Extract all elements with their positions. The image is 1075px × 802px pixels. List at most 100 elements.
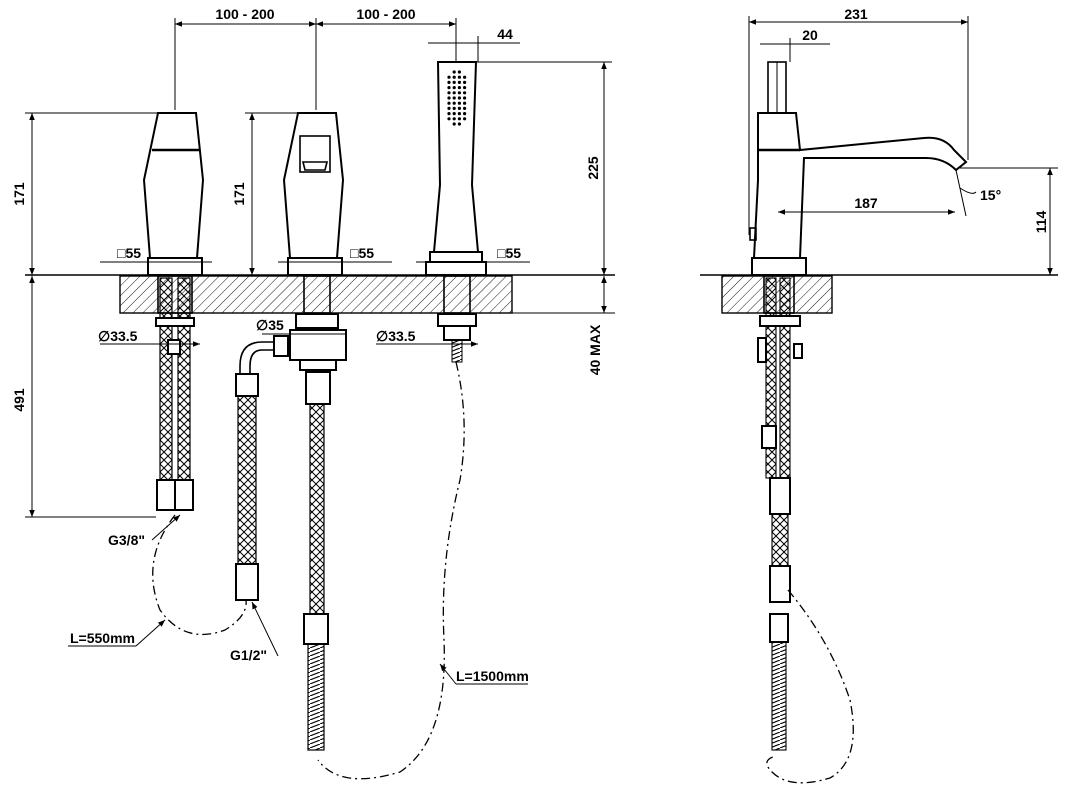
nozzle-dot [447, 96, 451, 100]
dim-shower-width: 44 [497, 26, 513, 42]
left-handle-base [147, 257, 203, 276]
left-fitting [167, 339, 181, 355]
side-dim-reach: 187 [854, 195, 878, 211]
left-shank-sleeve [157, 275, 193, 314]
left-handle-body [142, 112, 205, 259]
nozzle-dot [463, 117, 467, 121]
nozzle-dot [457, 70, 461, 74]
nozzle-dot [463, 80, 467, 84]
nozzle-dot [457, 86, 461, 90]
side-dim-top: 20 [802, 27, 818, 43]
elbow-pipe-inner [249, 349, 290, 376]
nozzle-dot [457, 106, 461, 110]
label-thread-12: G1/2" [230, 647, 267, 663]
nozzle-dot [447, 75, 451, 79]
label-hose-short: L=550mm [70, 630, 135, 646]
middle-handle-window [299, 135, 331, 173]
side-dim-total: 231 [844, 6, 868, 22]
nozzle-dot [447, 86, 451, 90]
left-connector-a [156, 479, 176, 511]
nozzle-dot [447, 106, 451, 110]
nozzle-dot [452, 101, 456, 105]
dim-height-left: 171 [11, 182, 27, 206]
leader-thread-38 [151, 514, 181, 541]
nozzle-dot [463, 75, 467, 79]
nozzle-dot [447, 117, 451, 121]
middle-braided-hose [309, 403, 325, 615]
front-view: 100 - 200 100 - 200 44 171 171 225 40 MA… [11, 6, 615, 780]
dim-pipe-length: 491 [11, 388, 27, 412]
dim-max-deck: 40 MAX [587, 324, 603, 375]
left-braided-hose-b [177, 277, 191, 481]
nozzle-dot [452, 70, 456, 74]
dim-diam-middle: ∅35 [256, 317, 284, 333]
side-shower-connector [769, 613, 789, 643]
nozzle-dot [452, 106, 456, 110]
dim-spacing-left: 100 - 200 [215, 6, 274, 22]
side-hose-bottom-fitting [235, 563, 259, 601]
elbow-nut [273, 335, 289, 357]
side-view: 231 20 187 15° 114 [700, 6, 1058, 784]
middle-handle-lever [301, 161, 329, 171]
nozzle-dot [447, 112, 451, 116]
nozzle-dot [452, 122, 456, 126]
nozzle-dot [463, 86, 467, 90]
hand-shower-body [432, 61, 480, 253]
label-thread-38: G3/8" [108, 532, 145, 548]
side-shank-sleeve [763, 275, 795, 314]
nozzle-dot [463, 96, 467, 100]
nozzle-dot [452, 75, 456, 79]
nozzle-dot [463, 106, 467, 110]
side-dim-height: 114 [1033, 210, 1049, 233]
side-hose-top-fitting [235, 373, 259, 397]
side-valve-right [793, 343, 803, 359]
side-connector-top [769, 477, 791, 515]
side-dim-angle: 15° [980, 187, 1001, 203]
label-hose-long: L=1500mm [456, 668, 529, 684]
dim-shower-height: 225 [585, 156, 601, 180]
side-spout-base [751, 257, 807, 276]
left-connector-b [174, 479, 194, 511]
side-valve-left [757, 337, 767, 363]
hand-shower-holder [429, 251, 483, 263]
hand-shower-base [425, 261, 487, 276]
nozzle-dot [457, 112, 461, 116]
shower-nozzle-dots [447, 70, 467, 126]
middle-shower-hose-coil [307, 643, 325, 751]
nozzle-dot [463, 112, 467, 116]
dim-base-shower: □55 [497, 245, 521, 261]
hose-path-long [317, 361, 465, 780]
side-connector-lower [769, 565, 791, 603]
leader-hose-short-arrow [135, 619, 166, 647]
middle-hose-connector [303, 613, 329, 645]
dim-base-left: □55 [117, 245, 141, 261]
side-small-tab [749, 227, 757, 241]
nozzle-dot [447, 91, 451, 95]
nozzle-dot [457, 80, 461, 84]
side-braided-hose-lower [771, 513, 789, 567]
left-lock-nut [155, 317, 195, 327]
side-shower-hose-coil [771, 641, 787, 751]
middle-handle-base [287, 257, 343, 276]
side-angle-line [955, 169, 967, 217]
nozzle-dot [463, 101, 467, 105]
side-fitting-mid [761, 425, 777, 449]
leader-hose-long-arrow [439, 663, 457, 685]
nozzle-dot [457, 117, 461, 121]
nozzle-dot [452, 91, 456, 95]
nozzle-dot [457, 91, 461, 95]
nozzle-dot [452, 117, 456, 121]
leader-thread-12 [251, 601, 279, 657]
dim-diam-shower: ∅33.5 [376, 328, 416, 344]
nozzle-dot [457, 122, 461, 126]
left-braided-hose-a [159, 277, 173, 481]
hose-path-short [152, 514, 247, 636]
nozzle-dot [447, 80, 451, 84]
dim-base-middle: □55 [350, 245, 374, 261]
side-braided-hose [237, 395, 257, 565]
dim-diam-left: ∅33.5 [98, 328, 138, 344]
elbow-pipe [239, 341, 290, 376]
side-braided-hose-b [779, 277, 791, 479]
side-lock-nut [759, 315, 801, 327]
